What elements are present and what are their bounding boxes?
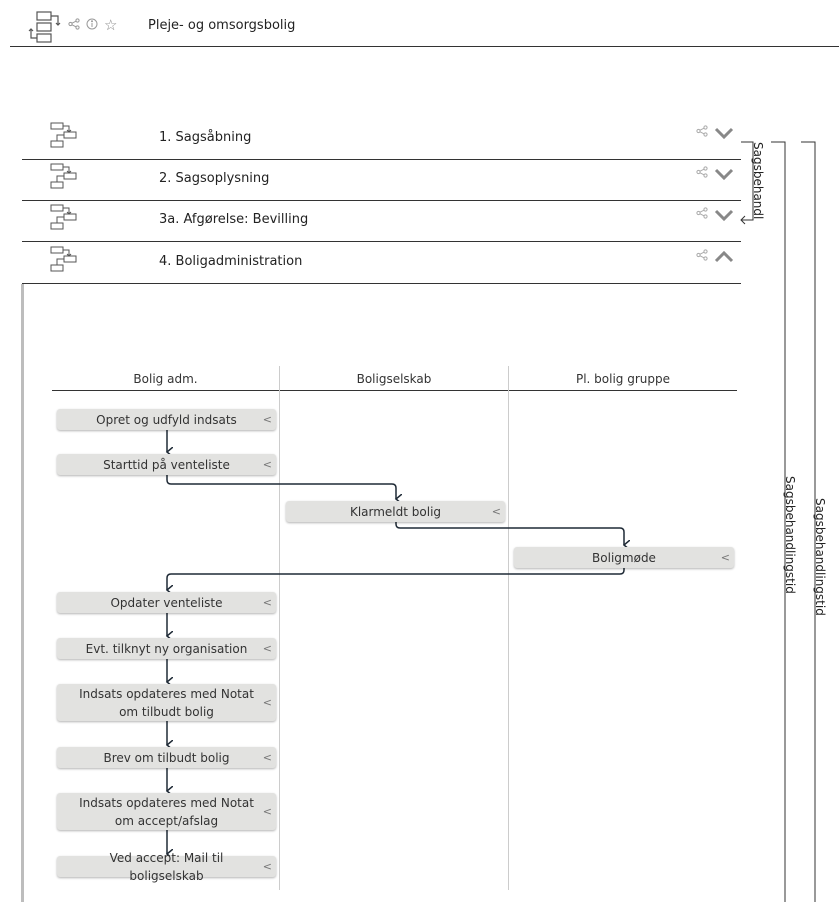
task-label: Indsats opdateres med Notat om accept/af… (79, 795, 254, 828)
star-icon[interactable]: ☆ (104, 16, 118, 34)
chevron-down-icon[interactable] (714, 166, 734, 185)
lane-header-bolig-adm: Bolig adm. (133, 372, 198, 386)
process-icon (50, 204, 78, 234)
expanded-phase-bar (21, 284, 24, 902)
phase-label: 4. Boligadministration (159, 254, 303, 269)
header-divider (10, 46, 839, 47)
lane-divider (279, 366, 280, 890)
header-actions: ☆ (68, 16, 117, 34)
chevron-down-icon[interactable] (714, 207, 734, 226)
phase-row-3[interactable]: 3a. Afgørelse: Bevilling (22, 200, 741, 242)
time-brackets (740, 141, 816, 902)
phase-row-1[interactable]: 1. Sagsåbning (22, 118, 741, 160)
share-icon[interactable]: < (262, 750, 272, 764)
task-label: Ved accept: Mail til boligselskab (109, 850, 224, 883)
lane-header-pl-bolig-gruppe: Pl. bolig gruppe (575, 372, 671, 386)
task-label: Starttid på venteliste (103, 457, 230, 472)
phase-label: 3a. Afgørelse: Bevilling (159, 212, 309, 227)
task-label: Boligmøde (592, 550, 656, 565)
task-klarmeldt-bolig[interactable]: Klarmeldt bolig < (286, 501, 505, 522)
share-icon[interactable] (696, 207, 708, 222)
info-icon[interactable] (86, 18, 98, 33)
share-icon[interactable] (696, 125, 708, 140)
share-icon[interactable]: < (720, 550, 730, 564)
bracket-label-middle: Sagsbehandlingstid (783, 476, 797, 594)
task-notat-tilbudt-bolig[interactable]: Indsats opdateres med Notat om tilbudt b… (57, 684, 276, 721)
chevron-up-icon[interactable] (714, 249, 734, 268)
share-icon[interactable]: < (262, 695, 272, 709)
share-icon[interactable]: < (262, 859, 272, 873)
share-icon[interactable]: < (491, 504, 501, 518)
chevron-down-icon[interactable] (714, 125, 734, 144)
lane-divider (508, 366, 509, 890)
task-brev-om-tilbudt-bolig[interactable]: Brev om tilbudt bolig < (57, 747, 276, 768)
phase-row-2[interactable]: 2. Sagsoplysning (22, 159, 741, 201)
lane-header-divider (52, 390, 737, 391)
share-icon[interactable]: < (262, 595, 272, 609)
share-icon[interactable]: < (262, 412, 272, 426)
phase-label: 2. Sagsoplysning (159, 171, 270, 186)
share-icon[interactable] (68, 17, 80, 33)
header-process-icon (28, 11, 62, 47)
share-icon[interactable] (696, 249, 708, 264)
process-icon (50, 163, 78, 193)
process-icon (50, 246, 78, 276)
share-icon[interactable]: < (262, 641, 272, 655)
task-ved-accept-mail[interactable]: Ved accept: Mail til boligselskab < (57, 851, 276, 883)
task-label: Evt. tilknyt ny organisation (85, 641, 248, 656)
task-opdater-venteliste[interactable]: Opdater venteliste < (57, 592, 276, 613)
task-label: Opdater venteliste (110, 595, 223, 610)
task-opret-og-udfyld-indsats[interactable]: Opret og udfyld indsats < (57, 409, 276, 430)
phase-label: 1. Sagsåbning (159, 130, 252, 145)
task-notat-accept-afslag[interactable]: Indsats opdateres med Notat om accept/af… (57, 793, 276, 830)
process-icon (50, 122, 78, 152)
lane-header-boligselskab: Boligselskab (356, 372, 432, 386)
task-label: Indsats opdateres med Notat om tilbudt b… (79, 686, 254, 719)
task-label: Klarmeldt bolig (349, 504, 442, 519)
share-icon[interactable] (696, 166, 708, 181)
share-icon[interactable]: < (262, 804, 272, 818)
task-evt-tilknyt-ny-organisation[interactable]: Evt. tilknyt ny organisation < (57, 638, 276, 659)
task-boligmoede[interactable]: Boligmøde < (514, 547, 734, 568)
task-starttid-paa-venteliste[interactable]: Starttid på venteliste < (57, 454, 276, 475)
page-title: Pleje- og omsorgsbolig (148, 18, 296, 33)
task-label: Brev om tilbudt bolig (103, 750, 230, 765)
share-icon[interactable]: < (262, 457, 272, 471)
bracket-label-outer: Sagsbehandlingstid (813, 498, 827, 616)
task-label: Opret og udfyld indsats (96, 412, 237, 427)
bracket-label-inner: Sagsbehandl... (751, 142, 765, 220)
phase-row-4[interactable]: 4. Boligadministration (22, 242, 741, 284)
